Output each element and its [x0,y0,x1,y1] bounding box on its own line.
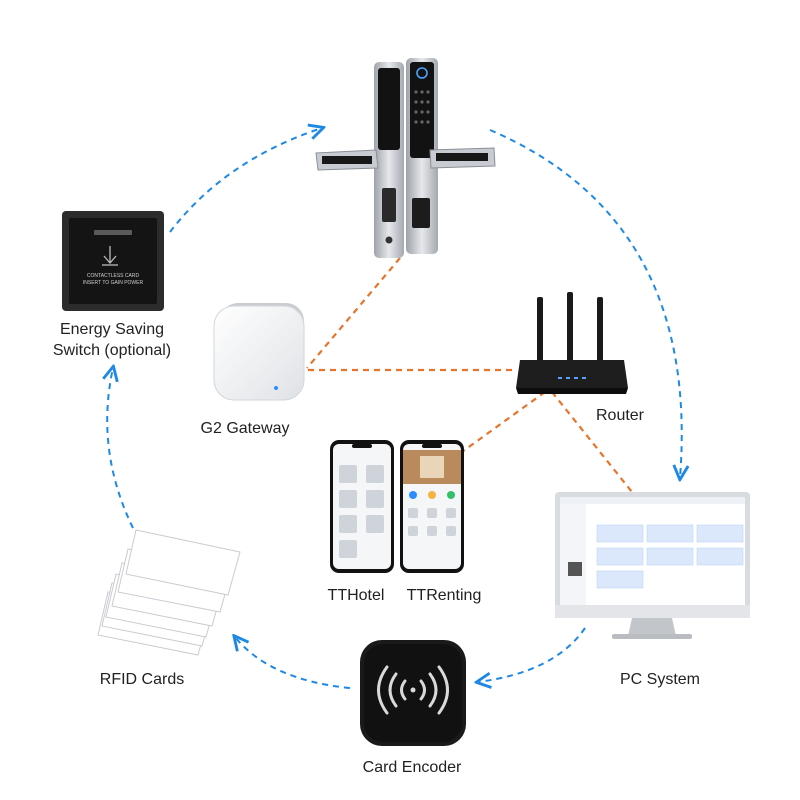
cycle-arrows [107,128,682,689]
pc-monitor-icon [555,492,750,639]
router-label: Router [595,407,645,424]
gateway-icon [213,303,305,401]
router-icon [516,292,628,394]
network-links [306,257,633,493]
rfid-cards-icon [97,529,241,656]
ttrenting-phone-icon [400,440,464,573]
energy-switch-label-line2: Switch (optional) [52,342,172,359]
arrow-pc-to-encoder [478,627,586,682]
rfid-cards-label: RFID Cards [99,671,185,688]
ttrenting-label: TTRenting [406,587,482,604]
pc-system-label: PC System [619,671,700,688]
gateway-label: G2 Gateway [200,420,290,437]
energy-switch-label-line1: Energy Saving [59,321,165,338]
arrow-cards-to-switch [107,368,134,529]
tthotel-phone-icon [330,440,394,573]
card-encoder-label: Card Encoder [362,759,462,776]
switch-panel-text-1: CONTACTLESS CARD [87,273,140,279]
energy-switch-icon: CONTACTLESS CARD INSERT TO GAIN POWER [62,211,164,311]
link-lock-gateway [306,257,401,369]
arrow-switch-to-lock [169,128,322,233]
energy-switch-label: Energy Saving Switch (optional) [40,319,184,361]
card-encoder-icon [360,640,466,746]
link-router-apps [454,391,546,458]
arrow-lock-to-pc [489,129,682,478]
switch-panel-text-2: INSERT TO GAIN POWER [83,280,144,286]
arrow-encoder-to-cards [235,637,351,689]
smart-door-lock-icon [315,58,496,258]
tthotel-label: TTHotel [327,587,385,604]
